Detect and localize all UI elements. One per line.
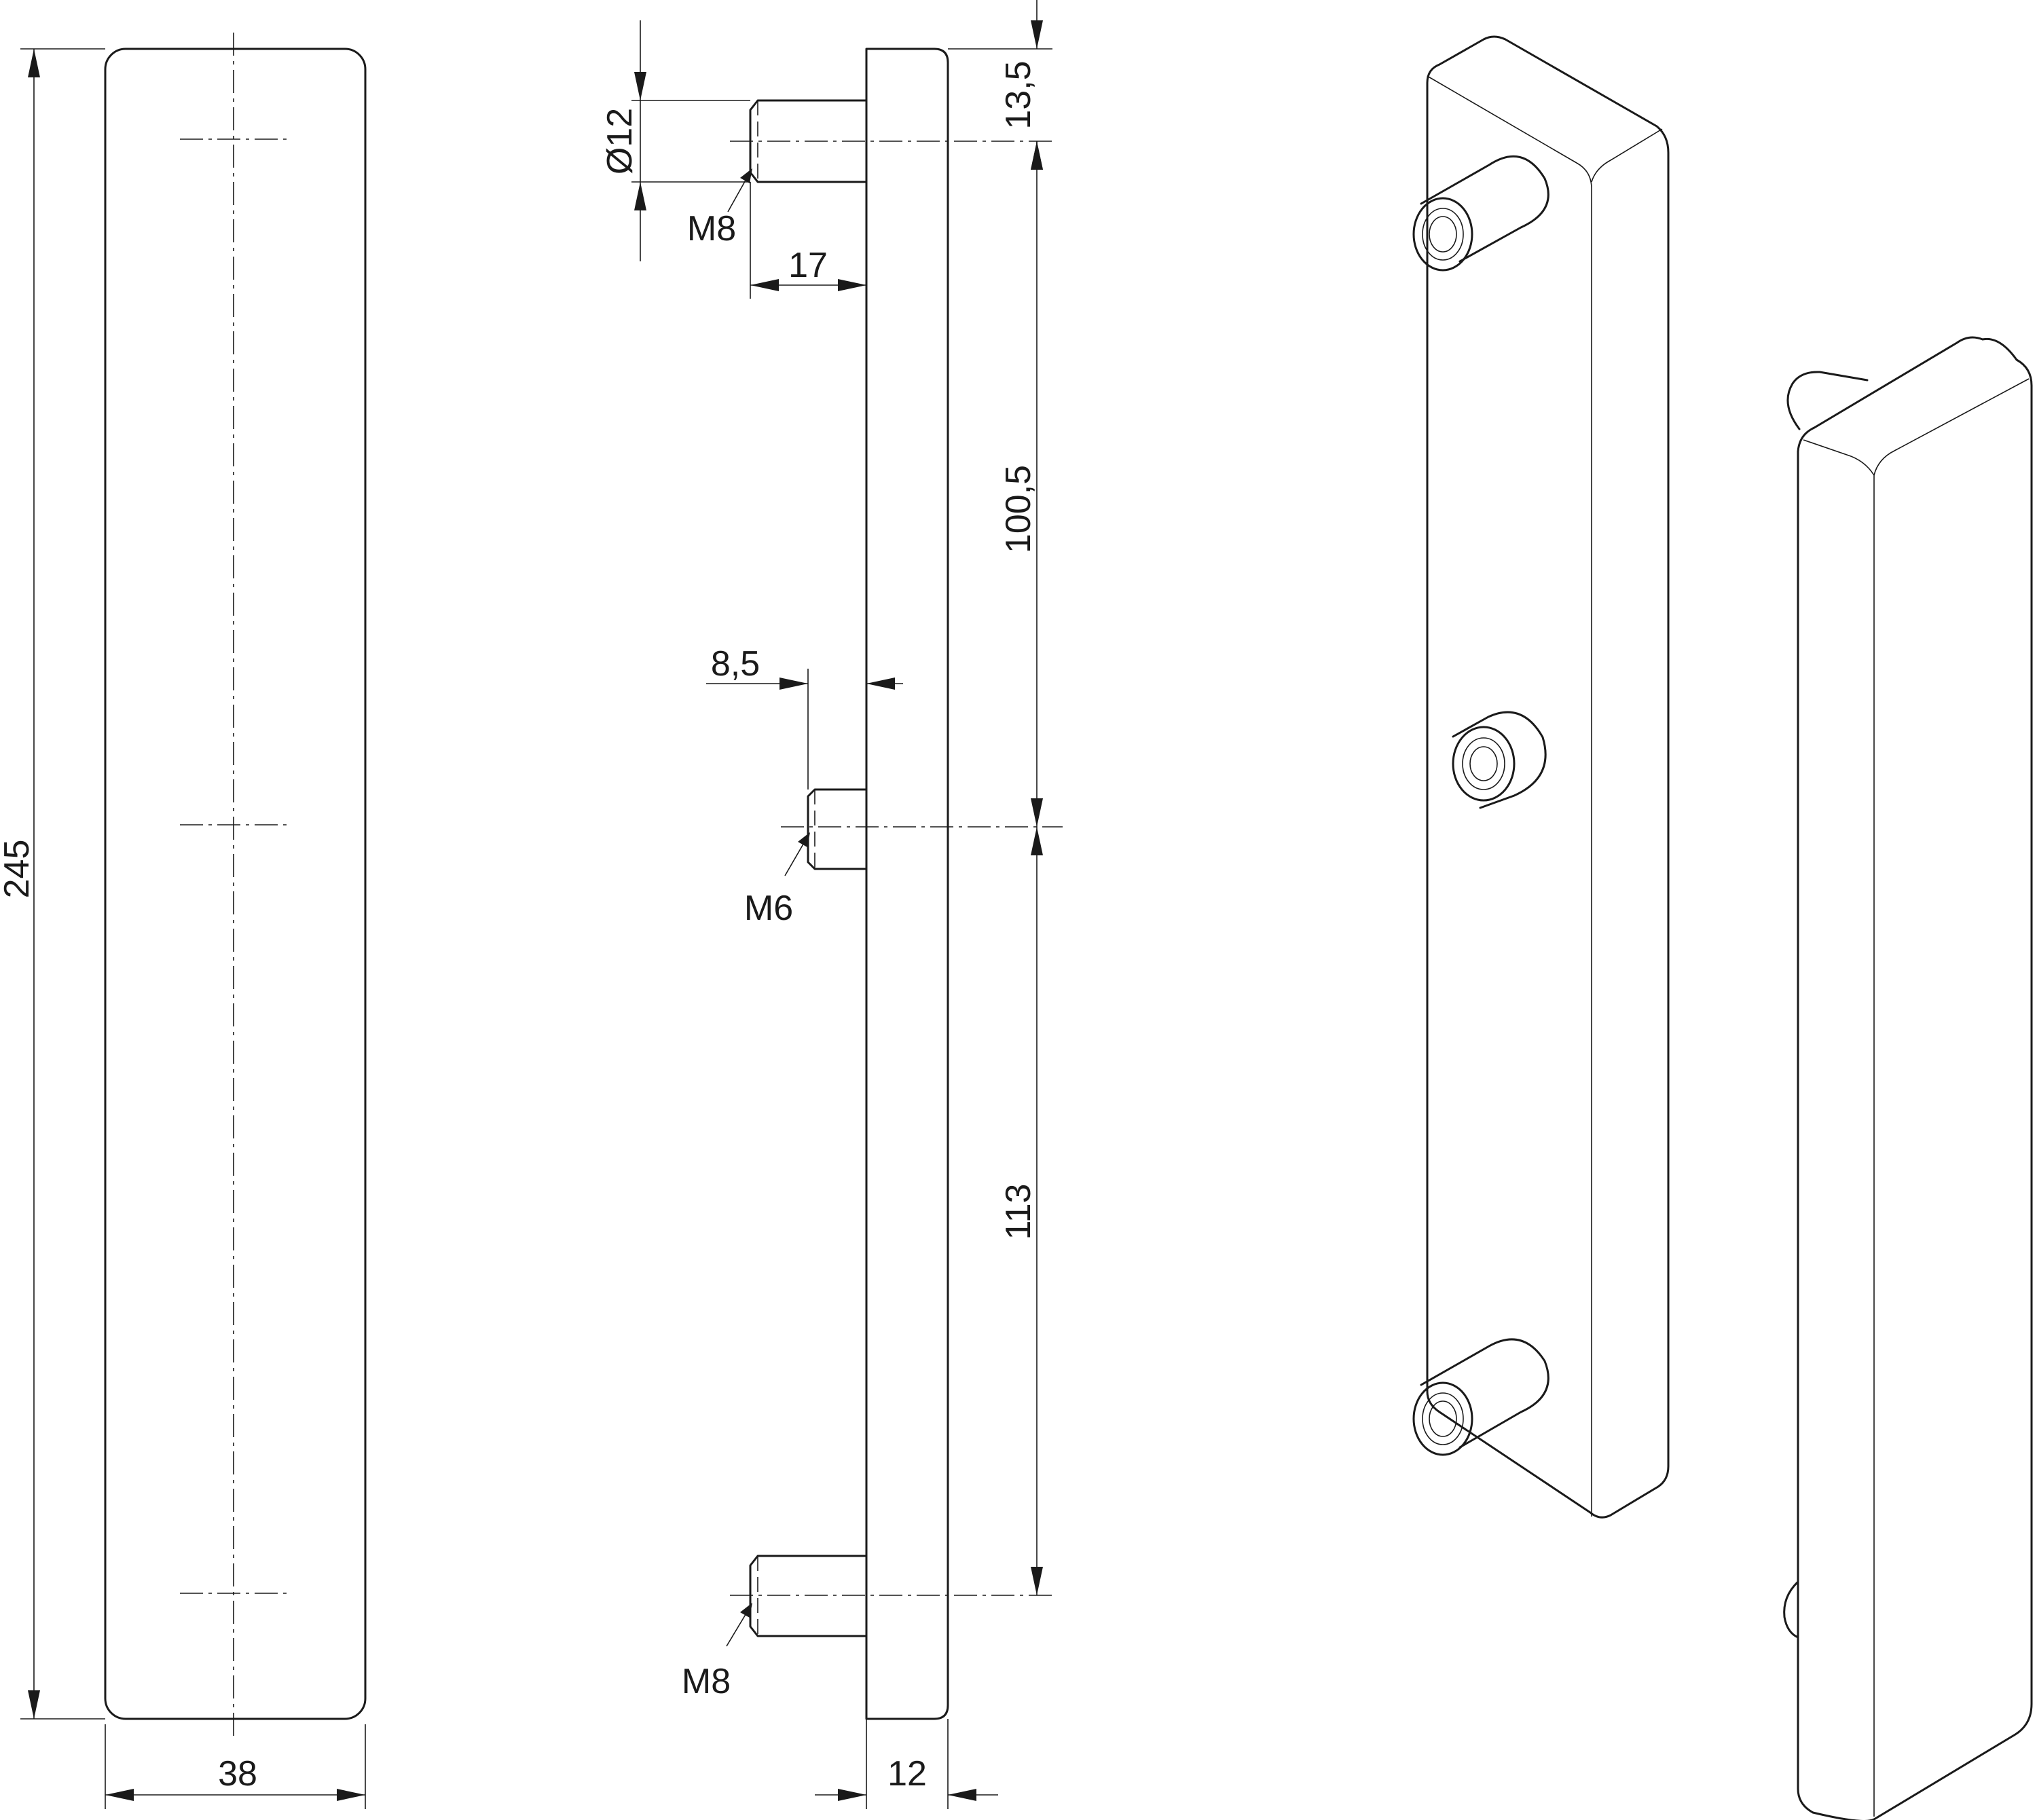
dimension-upper-spacing: 100,5 bbox=[999, 141, 1043, 827]
thickness-label: 12 bbox=[887, 1754, 927, 1794]
isometric-view-front bbox=[1412, 35, 1670, 1519]
iso-back-plate-top-edge bbox=[1873, 378, 2030, 476]
side-plate-outline bbox=[865, 48, 949, 1720]
callout-thread-top: M8 bbox=[687, 168, 752, 248]
callout-thread-mid: M6 bbox=[744, 832, 810, 928]
iso-pin-mid bbox=[1452, 711, 1547, 809]
iso-pin-top bbox=[1412, 155, 1549, 272]
pin-mid bbox=[807, 788, 868, 870]
iso-plate-top-right-edge bbox=[1591, 128, 1663, 183]
thread-top-label: M8 bbox=[687, 209, 736, 248]
top-offset-label: 13,5 bbox=[999, 60, 1038, 129]
dimension-height: 245 bbox=[0, 48, 105, 1720]
front-view: 245 38 bbox=[0, 33, 367, 1809]
iso-back-pin-bottom-stub bbox=[1783, 1580, 1799, 1639]
dimension-pin-diameter: Ø12 bbox=[600, 20, 750, 261]
iso-pin-bottom bbox=[1412, 1338, 1549, 1456]
dimension-lower-spacing: 113 bbox=[999, 827, 1043, 1595]
mid-pin-length-label: 8,5 bbox=[711, 644, 760, 684]
iso-plate-top-edge bbox=[1427, 75, 1592, 1517]
iso-back-plate-front-face bbox=[1803, 439, 1875, 1817]
dimension-width: 38 bbox=[105, 1724, 366, 1809]
isometric-view-back bbox=[1783, 336, 2033, 1820]
height-label: 245 bbox=[0, 840, 37, 899]
iso-back-pin-top-stub bbox=[1786, 371, 1869, 430]
dimension-pin-length: 17 bbox=[750, 182, 866, 299]
front-plate-outline bbox=[104, 48, 367, 1720]
thread-bottom-label: M8 bbox=[682, 1662, 731, 1701]
width-label: 38 bbox=[218, 1754, 257, 1794]
dimension-mid-pin-length: 8,5 bbox=[706, 644, 903, 790]
pin-diameter-label: Ø12 bbox=[600, 108, 640, 174]
pin-bottom bbox=[749, 1555, 868, 1637]
pin-length-label: 17 bbox=[788, 246, 828, 285]
iso-back-plate-outline bbox=[1797, 336, 2033, 1820]
callout-thread-bottom: M8 bbox=[682, 1603, 752, 1701]
side-view: Ø12 13,5 100,5 113 bbox=[600, 0, 1063, 1809]
lower-spacing-label: 113 bbox=[999, 1184, 1038, 1240]
iso-plate-front-outline bbox=[1426, 35, 1670, 1519]
thread-mid-label: M6 bbox=[744, 889, 793, 928]
dimension-thickness: 12 bbox=[815, 1719, 998, 1809]
upper-spacing-label: 100,5 bbox=[999, 465, 1038, 553]
